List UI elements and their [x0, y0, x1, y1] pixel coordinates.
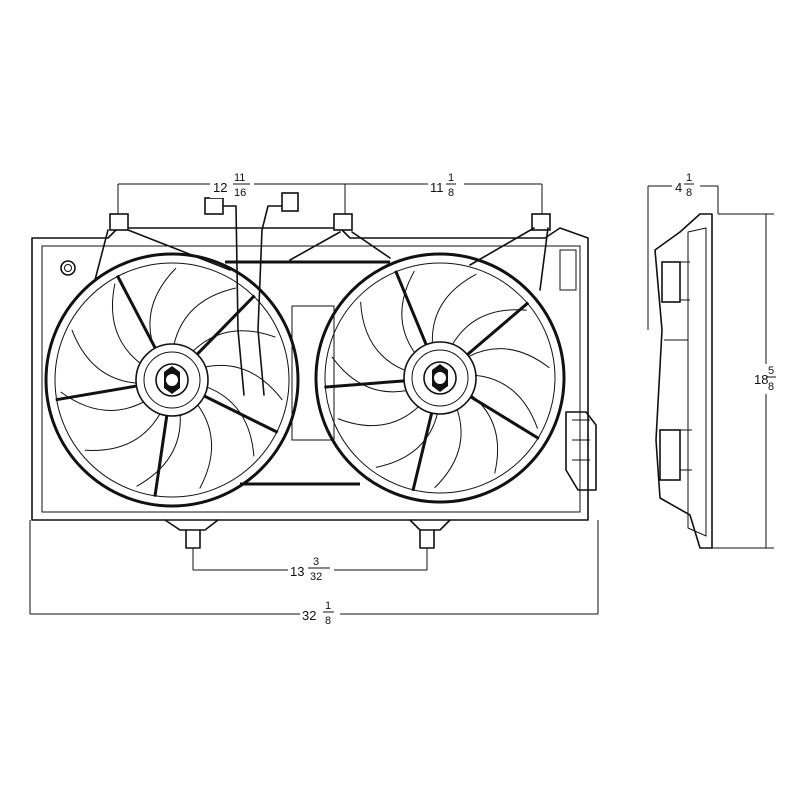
connector-left — [204, 197, 224, 215]
left-mount-bracket — [94, 229, 391, 281]
dim-mount-spacing-num: 3 — [313, 556, 319, 568]
fan-blade — [205, 364, 283, 401]
bolt-icon — [60, 260, 76, 276]
dim-depth-whole: 4 — [675, 180, 682, 195]
fan-blade — [331, 356, 407, 393]
dim-overall-width-whole: 32 — [302, 608, 316, 623]
fan-blade — [111, 283, 141, 364]
dim-overall-width-num: 1 — [325, 600, 331, 612]
side-profile-outline — [654, 213, 713, 549]
dim-left-spacing-num: 11 — [234, 172, 245, 184]
dim-right-spacing-num: 1 — [448, 172, 454, 184]
dim-depth: 4 1 8 — [672, 172, 700, 200]
shroud-frame — [31, 227, 589, 521]
dim-mount-spacing-whole: 13 — [290, 564, 304, 579]
front-view — [31, 192, 597, 549]
fan-blade — [452, 309, 527, 345]
shroud-inner-frame — [41, 245, 581, 513]
dim-left-spacing: 12 11 16 — [210, 172, 254, 199]
top-tab-right — [531, 213, 551, 231]
connector-right — [281, 192, 299, 212]
fan-blade — [197, 404, 213, 489]
fan-blade — [360, 301, 405, 371]
side-bracket — [661, 261, 681, 303]
fan-blade — [207, 386, 255, 457]
fan-blade — [71, 329, 137, 384]
right-fan-blades — [331, 270, 550, 489]
fan-strut — [115, 274, 158, 351]
fan-blade — [84, 413, 161, 452]
fan-strut — [201, 393, 279, 434]
fan-blade — [401, 270, 415, 353]
fan-strut — [55, 384, 139, 402]
center-web — [291, 305, 335, 441]
right-fan — [314, 252, 566, 504]
left-fan-struts — [55, 274, 279, 497]
dim-mount-spacing: 13 3 32 — [288, 556, 334, 584]
fan-blade — [136, 415, 181, 487]
fan-blade — [60, 391, 144, 411]
dim-left-spacing-whole: 12 — [213, 180, 227, 195]
fan-strut — [411, 410, 434, 492]
fan-blade — [431, 273, 477, 343]
fan-strut — [194, 294, 256, 357]
dim-depth-den: 8 — [686, 187, 692, 199]
dim-height-num: 5 — [768, 365, 774, 377]
dim-left-spacing-den: 16 — [234, 187, 246, 199]
fan-blade — [149, 267, 177, 349]
dim-height-whole: 18 — [754, 372, 768, 387]
bottom-mount-left — [164, 519, 219, 549]
dim-depth-num: 1 — [686, 172, 692, 184]
dim-overall-width: 32 1 8 — [300, 600, 340, 630]
fan-blade — [173, 287, 237, 345]
side-motor — [659, 429, 681, 481]
fan-blade — [475, 374, 539, 429]
right-side-panel — [559, 249, 577, 291]
bottom-mount-right — [409, 519, 451, 549]
fan-blade — [375, 413, 438, 468]
dim-height: 18 5 8 — [752, 364, 782, 394]
fan-blade — [337, 406, 419, 427]
top-tab-left — [109, 213, 129, 231]
wiring-harness — [204, 192, 299, 396]
fan-blade — [192, 330, 276, 352]
right-fan-struts — [324, 270, 540, 492]
right-mount-bracket — [469, 227, 549, 291]
dim-overall-width-den: 8 — [325, 615, 331, 627]
dim-right-spacing: 11 1 8 — [428, 172, 464, 199]
dim-height-den: 8 — [768, 381, 774, 393]
fan-blade — [434, 409, 462, 489]
fan-strut — [153, 413, 169, 497]
fan-blade — [468, 348, 550, 369]
dim-mount-spacing-den: 32 — [310, 571, 322, 583]
dim-right-spacing-whole: 11 — [430, 180, 444, 195]
right-connector — [565, 411, 597, 491]
fan-strut — [394, 270, 429, 348]
fan-strut — [468, 394, 540, 440]
top-tab-center — [333, 213, 353, 231]
center-crossbars — [225, 260, 390, 486]
fan-strut — [324, 379, 407, 389]
left-fan — [44, 252, 300, 508]
dim-right-spacing-den: 8 — [448, 187, 454, 199]
fan-strut — [464, 301, 530, 358]
side-view — [654, 213, 713, 549]
